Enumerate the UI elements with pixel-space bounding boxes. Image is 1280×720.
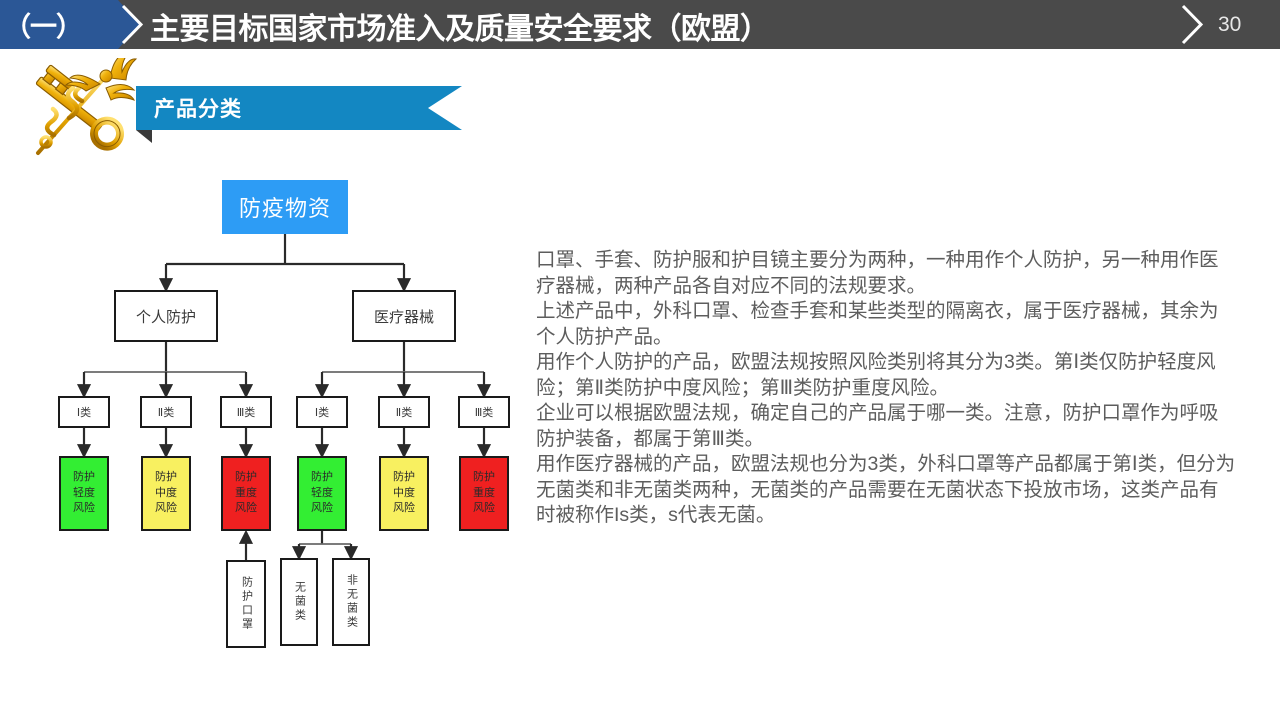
- node-class-pp-3[interactable]: Ⅲ类: [220, 396, 272, 428]
- diagram-connectors: [76, 234, 492, 561]
- node-risk-pp-2[interactable]: 防护 中度 风险: [141, 456, 191, 531]
- header-section-chevron: （一）: [0, 0, 140, 49]
- header-section-label: （一）: [4, 12, 83, 42]
- node-risk-pp-3[interactable]: 防护 重度 风险: [221, 456, 271, 531]
- risk-line: 重度: [473, 486, 495, 499]
- risk-line: 中度: [393, 486, 415, 499]
- risk-line: 风险: [73, 502, 95, 515]
- body-paragraph-5: 用作医疗器械的产品，欧盟法规也分为3类，外科口罩等产品都属于第Ⅰ类，但分为无菌类…: [536, 453, 1236, 526]
- node-class-md-3[interactable]: Ⅲ类: [458, 396, 510, 428]
- risk-line: 防护: [473, 470, 495, 483]
- product-classification-diagram: 防疫物资 个人防护 医疗器械 Ⅰ类 Ⅱ类 Ⅲ类 Ⅰ类 Ⅱ类 Ⅲ类 防护 轻度 风…: [0, 160, 520, 660]
- node-personal-protection[interactable]: 个人防护: [114, 290, 218, 342]
- node-class-md-1[interactable]: Ⅰ类: [296, 396, 348, 428]
- page-title: 主要目标国家市场准入及质量安全要求（欧盟）: [150, 13, 770, 46]
- node-class-md-2[interactable]: Ⅱ类: [378, 396, 430, 428]
- subtitle-ribbon: 产品分类: [136, 86, 462, 143]
- risk-line: 轻度: [73, 486, 95, 499]
- node-risk-pp-1[interactable]: 防护 轻度 风险: [59, 456, 109, 531]
- node-class-pp-1[interactable]: Ⅰ类: [58, 396, 110, 428]
- page-number: 30: [1218, 12, 1242, 36]
- risk-line: 防护: [311, 470, 333, 483]
- risk-line: 防护: [235, 470, 257, 483]
- risk-line: 防护: [155, 470, 177, 483]
- risk-line: 风险: [393, 502, 415, 515]
- subtitle-banner-shape: [136, 86, 462, 130]
- body-paragraph-2: 上述产品中，外科口罩、检查手套和某些类型的隔离衣，属于医疗器械，其余为个人防护产…: [536, 300, 1219, 348]
- risk-line: 风险: [311, 502, 333, 515]
- risk-line: 防护: [393, 470, 415, 483]
- chevron-right-icon-2: [1180, 4, 1204, 45]
- node-medical-device[interactable]: 医疗器械: [352, 290, 456, 342]
- body-text-block: 口罩、手套、防护服和护目镜主要分为两种，一种用作个人防护，另一种用作医疗器械，两…: [536, 248, 1236, 529]
- node-risk-md-1[interactable]: 防护 轻度 风险: [297, 456, 347, 531]
- node-non-sterile[interactable]: 非无菌类: [332, 558, 370, 646]
- chevron-right-icon: [120, 4, 144, 45]
- node-root[interactable]: 防疫物资: [222, 180, 348, 234]
- risk-line: 重度: [235, 486, 257, 499]
- node-risk-md-2[interactable]: 防护 中度 风险: [379, 456, 429, 531]
- risk-line: 风险: [473, 502, 495, 515]
- node-risk-md-3[interactable]: 防护 重度 风险: [459, 456, 509, 531]
- node-protective-mask[interactable]: 防护口罩: [226, 560, 266, 648]
- risk-line: 风险: [235, 502, 257, 515]
- subtitle-banner-tail: [136, 130, 152, 143]
- node-sterile[interactable]: 无菌类: [280, 558, 318, 646]
- header-bar: [0, 0, 1280, 49]
- body-paragraph-4: 企业可以根据欧盟法规，确定自己的产品属于哪一类。注意，防护口罩作为呼吸防护装备，…: [536, 402, 1219, 450]
- node-class-pp-2[interactable]: Ⅱ类: [140, 396, 192, 428]
- body-paragraph-3: 用作个人防护的产品，欧盟法规按照风险类别将其分为3类。第Ⅰ类仅防护轻度风险；第Ⅱ…: [536, 351, 1216, 399]
- caduceus-key-emblem-icon: [14, 52, 138, 162]
- risk-line: 防护: [73, 470, 95, 483]
- risk-line: 风险: [155, 502, 177, 515]
- risk-line: 轻度: [311, 486, 333, 499]
- body-paragraph-1: 口罩、手套、防护服和护目镜主要分为两种，一种用作个人防护，另一种用作医疗器械，两…: [536, 249, 1219, 297]
- subtitle-label: 产品分类: [154, 98, 242, 121]
- risk-line: 中度: [155, 486, 177, 499]
